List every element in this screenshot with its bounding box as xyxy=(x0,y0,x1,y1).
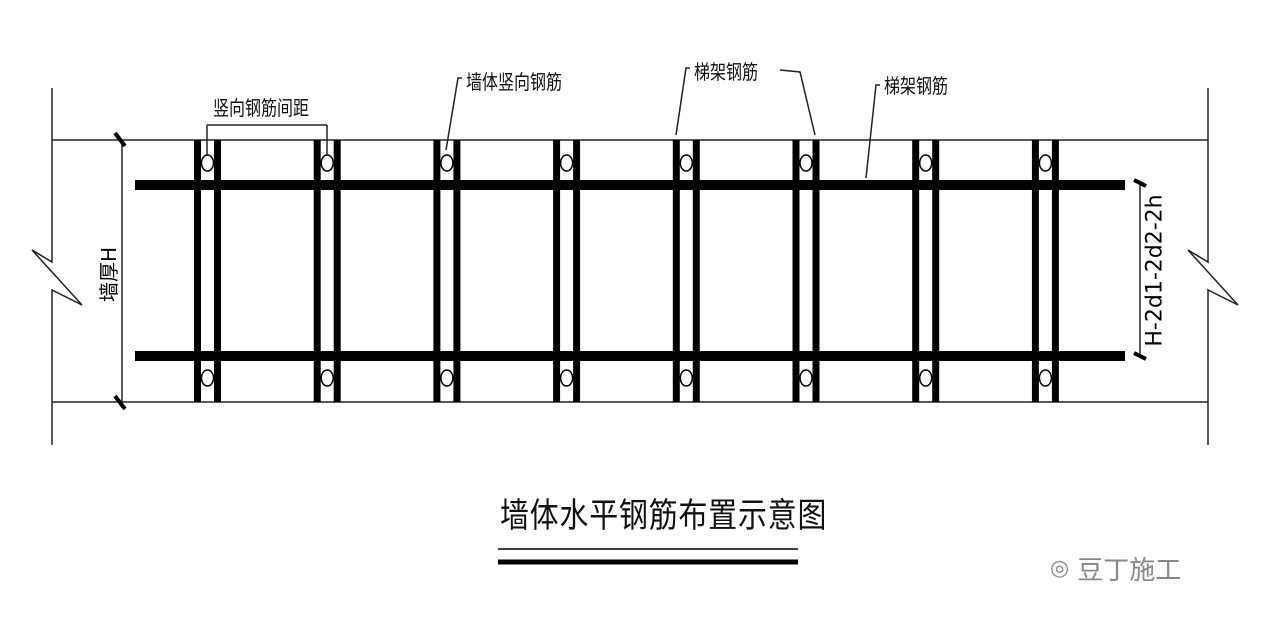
label-wall-thickness: 墙厚H xyxy=(97,246,122,303)
ladder-bar-section xyxy=(679,154,694,172)
ladder-bar-section xyxy=(320,154,334,172)
label-wall-vertical-bar: 墙体竖向钢筋 xyxy=(466,70,562,94)
vertical-bar-right xyxy=(333,140,341,402)
diagram-title: 墙体水平钢筋布置示意图 xyxy=(500,496,828,536)
vertical-bar-left xyxy=(313,140,321,402)
ladder-bar-section xyxy=(559,369,574,387)
vertical-bar-left xyxy=(792,140,800,402)
ladder-bar-section xyxy=(799,369,813,387)
horizontal-bar-bottom xyxy=(135,351,1125,361)
ladder-bar-section xyxy=(1038,369,1053,387)
vertical-bar-right xyxy=(812,140,820,402)
ladder-bar-section xyxy=(200,154,215,172)
vertical-bar-right xyxy=(453,140,461,402)
wechat-icon: ◎ xyxy=(1050,556,1070,581)
vertical-bar-right xyxy=(932,140,940,402)
vertical-bar-left xyxy=(553,140,561,402)
leader-ladder-1 xyxy=(675,67,690,136)
left-break-line xyxy=(31,88,83,445)
leader-ladder-3 xyxy=(865,84,880,179)
label-ladder-bar-2: 梯架钢筋 xyxy=(884,74,948,98)
ladder-bar-section xyxy=(918,154,933,172)
ladder-bar-section xyxy=(440,369,454,387)
vertical-bar-right xyxy=(1051,140,1059,402)
leader-ladder-2 xyxy=(779,69,816,136)
ladder-bar-section xyxy=(679,369,694,387)
ladder-bar-section xyxy=(320,369,334,387)
ladder-bar-section xyxy=(918,369,933,387)
ladder-bar-section xyxy=(440,154,454,172)
watermark: ◎ 豆丁施工 xyxy=(1050,550,1181,587)
leader-wall-vertical xyxy=(445,77,462,151)
vertical-bar-left xyxy=(672,140,680,402)
vertical-bar-left xyxy=(912,140,920,402)
right-break-line xyxy=(1187,88,1239,445)
vertical-bar-right xyxy=(692,140,700,402)
ladder-bar-section xyxy=(799,154,813,172)
label-inner-dimension: H-2d1-2d2-2h xyxy=(1142,194,1168,347)
ladder-bar-section xyxy=(1038,154,1053,172)
label-ladder-bar-1: 梯架钢筋 xyxy=(694,60,758,84)
ladder-bar-section xyxy=(559,154,574,172)
label-vertical-spacing: 竖向钢筋间距 xyxy=(213,96,309,120)
vertical-bar-left xyxy=(433,140,441,402)
vertical-bar-left xyxy=(1031,140,1039,402)
vertical-bar-left xyxy=(194,140,201,402)
horizontal-bar-top xyxy=(135,180,1125,190)
ladder-bar-section xyxy=(200,369,215,387)
vertical-bar-right xyxy=(214,140,221,402)
vertical-bar-right xyxy=(573,140,581,402)
watermark-text: 豆丁施工 xyxy=(1077,556,1182,586)
